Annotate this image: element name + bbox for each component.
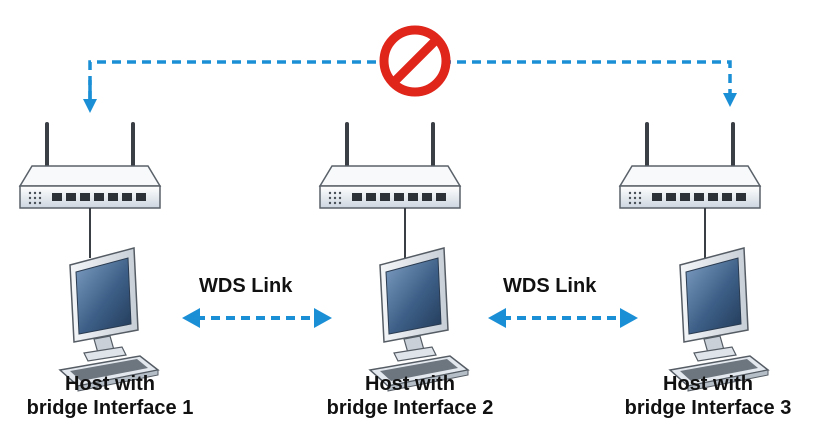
host-label-1: Host with bridge Interface 1: [0, 372, 220, 420]
wds-link-label-1: WDS Link: [199, 275, 293, 297]
computer-icon: [369, 247, 469, 392]
host-label-2-line2: bridge Interface 2: [326, 397, 494, 419]
host-label-1-line2: bridge Interface 1: [26, 397, 194, 419]
host-label-3-line1: Host with: [663, 373, 753, 395]
computer-icon: [59, 247, 159, 392]
host-label-3: Host with bridge Interface 3: [598, 372, 818, 420]
wds-link-label-2: WDS Link: [503, 275, 597, 297]
host-label-1-line1: Host with: [65, 373, 155, 395]
host-label-3-line2: bridge Interface 3: [624, 397, 792, 419]
router-icon: [18, 122, 162, 210]
wds-link-arrow-1: [182, 308, 332, 328]
computer-icon: [669, 247, 769, 392]
router-icon: [318, 122, 462, 210]
host-label-2: Host with bridge Interface 2: [300, 372, 520, 420]
prohibited-icon: [379, 25, 451, 97]
host-label-2-line1: Host with: [365, 373, 455, 395]
router-icon: [618, 122, 762, 210]
wds-link-arrow-2: [488, 308, 638, 328]
